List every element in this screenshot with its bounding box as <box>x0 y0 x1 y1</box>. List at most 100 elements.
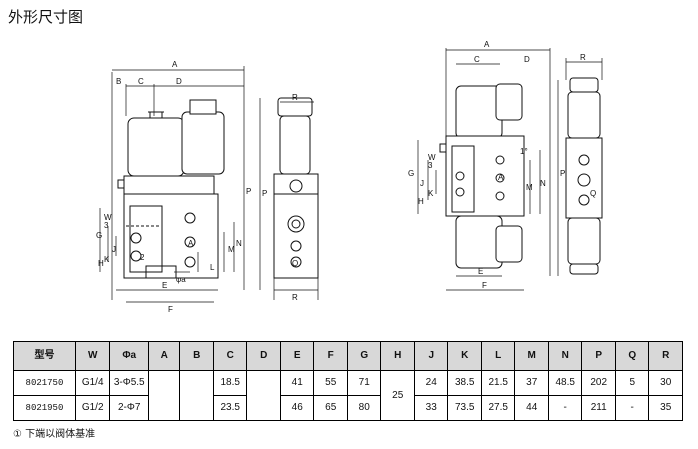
cell-d <box>246 370 281 421</box>
d2-f-label: F <box>482 281 487 290</box>
cell-w: G1/4 <box>74 370 111 396</box>
cell-r: 30 <box>648 370 683 396</box>
cell-a <box>147 370 181 421</box>
cell-j: 24 <box>413 370 449 396</box>
d2-side-r-label: R <box>580 53 586 62</box>
cell-g: 80 <box>346 395 382 421</box>
col-g: G <box>346 341 382 371</box>
col-f: F <box>313 341 348 371</box>
col-phi-a: Φa <box>109 341 149 371</box>
dim-n-label: N <box>236 239 242 248</box>
col-h: H <box>380 341 415 371</box>
dim-p-label: P <box>246 187 251 196</box>
col-b: B <box>179 341 214 371</box>
cell-q: - <box>614 395 650 421</box>
d2-d-label: D <box>524 55 530 64</box>
cell-n: 48.5 <box>547 370 583 396</box>
table-header-row: 型号 W Φa A B C D E F G H J K L M N P Q R <box>13 341 683 371</box>
table-row: 8021750 G1/4 3-Φ5.5 18.5 41 55 71 25 24 … <box>13 370 683 421</box>
dim-b-label: B <box>116 77 121 86</box>
side-r-label: R <box>292 293 298 302</box>
cell-c: 18.5 <box>212 370 248 396</box>
d2-port-a-label: A <box>498 173 504 182</box>
cell-e: 41 <box>279 370 315 396</box>
d2-n-label: N <box>540 179 546 188</box>
d2-three-label: 3 <box>428 161 433 170</box>
footnote: ① 下端以阀体基准 <box>13 429 96 440</box>
cell-l: 21.5 <box>480 370 516 396</box>
cell-k: 73.5 <box>447 395 482 421</box>
cell-l: 27.5 <box>480 395 516 421</box>
col-a: A <box>147 341 181 371</box>
dim-f-label: F <box>168 305 173 314</box>
cell-h: 25 <box>380 370 415 421</box>
col-d: D <box>246 341 281 371</box>
front-view-double <box>439 83 525 269</box>
side-view-double <box>565 77 603 275</box>
col-j: J <box>413 341 449 371</box>
d2-p-label: P <box>560 169 565 178</box>
cell-p: 211 <box>581 395 616 421</box>
col-n: N <box>547 341 583 371</box>
col-w: W <box>74 341 111 371</box>
cell-phi-a: 2-Φ7 <box>109 395 149 421</box>
d2-c-label: C <box>474 55 480 64</box>
cell-b <box>179 370 214 421</box>
side-view-single-dims <box>259 98 319 300</box>
cell-f: 65 <box>313 395 348 421</box>
col-l: L <box>480 341 516 371</box>
cell-m: 37 <box>514 370 549 396</box>
d2-g-label: G <box>408 169 414 178</box>
side-p-label: P <box>262 189 267 198</box>
col-m: M <box>514 341 549 371</box>
dim-g-label: G <box>96 231 102 240</box>
d2-e-label: E <box>478 267 483 276</box>
d2-j-label: J <box>420 179 424 188</box>
front-view-single <box>117 99 225 279</box>
col-k: K <box>447 341 482 371</box>
page-title: 外形尺寸图 <box>8 8 84 26</box>
col-c: C <box>212 341 248 371</box>
dim-three-label: 3 <box>104 221 109 230</box>
port-a-label: A <box>188 239 194 248</box>
side-r-top-label: R <box>292 93 298 102</box>
cell-q: 5 <box>614 370 650 396</box>
col-r: R <box>648 341 683 371</box>
cell-r: 35 <box>648 395 683 421</box>
dim-c-label: C <box>138 77 144 86</box>
dim-phi-label: φa <box>176 275 186 284</box>
front-view-double-dims <box>417 48 559 291</box>
cell-p: 202 <box>581 370 616 396</box>
cell-e: 46 <box>279 395 315 421</box>
cell-model: 8021950 <box>13 395 76 421</box>
col-p: P <box>581 341 616 371</box>
dim-w-label: W <box>104 213 112 222</box>
d2-w-label: W <box>428 153 436 162</box>
cell-m: 44 <box>514 395 549 421</box>
d2-deg-label: 1° <box>520 147 528 156</box>
dimension-drawing: A B C D P G H K J 3 W 2 A M N L φa E F R… <box>96 40 603 314</box>
col-e: E <box>279 341 315 371</box>
cell-n: - <box>547 395 583 421</box>
table-row: 8021950 G1/2 2-Φ7 23.5 46 65 80 33 73.5 … <box>13 395 683 421</box>
side-view-single <box>273 97 319 279</box>
dim-k-label: K <box>104 255 110 264</box>
dim-e-label: E <box>162 281 167 290</box>
cell-w: G1/2 <box>74 395 111 421</box>
dim-j-label: J <box>112 245 116 254</box>
cell-c: 23.5 <box>212 395 248 421</box>
cell-k: 38.5 <box>447 370 482 396</box>
port-two-label: 2 <box>140 253 145 262</box>
dim-a-label: A <box>172 60 178 69</box>
dim-m-label: M <box>228 245 235 254</box>
cell-model: 8021750 <box>13 370 76 396</box>
dimension-labels: A B C D P G H K J 3 W 2 A M N L φa E F R… <box>96 40 596 314</box>
d2-m-label: M <box>526 183 533 192</box>
spec-table: 型号 W Φa A B C D E F G H J K L M N P Q R … <box>13 341 683 421</box>
cell-j: 33 <box>413 395 449 421</box>
dim-d-label: D <box>176 77 182 86</box>
d2-h-label: H <box>418 197 424 206</box>
col-q: Q <box>614 341 650 371</box>
d2-side-q-label: Q <box>590 189 596 198</box>
d2-k-label: K <box>428 189 434 198</box>
